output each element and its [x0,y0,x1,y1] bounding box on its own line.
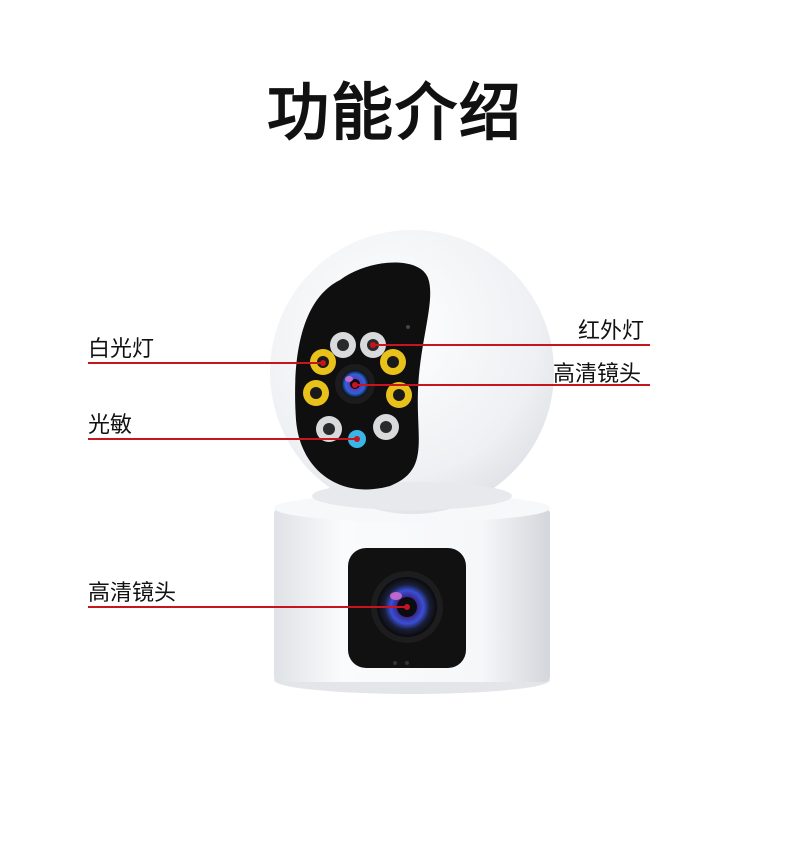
leds [303,332,412,448]
white-led-3 [303,380,329,406]
callout-lines [88,342,650,610]
ir-led-3 [316,416,342,442]
page-title: 功能介绍 [266,76,523,149]
white-led-4 [386,382,412,408]
label-hd-lens-bottom: 高清镜头 [88,581,177,606]
label-white-light: 白光灯 [88,337,155,362]
label-infrared-light: 红外灯 [578,319,645,344]
ir-led-1 [330,332,356,358]
white-led-2 [380,349,406,375]
white-led-5 [320,400,346,426]
white-led-6 [360,399,386,425]
label-light-sensor: 光敏 [88,413,133,438]
ir-led-4 [373,414,399,440]
label-hd-lens-top: 高清镜头 [553,362,642,387]
